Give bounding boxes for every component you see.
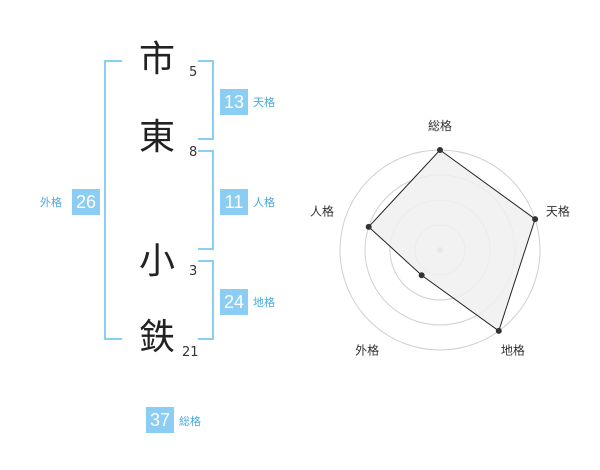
name-char-4: 鉄 [138,317,175,358]
radar-point [365,223,372,230]
chikaku-bracket [198,260,214,340]
radar-point [495,327,502,334]
stroke-count-4: 21 [182,345,199,360]
chikaku-score: 24 [220,289,248,315]
radar-axis-label: 地格 [501,342,525,357]
chikaku-label: 地格 [253,296,275,309]
name-char-1: 市 [138,39,175,80]
radar-point [532,216,539,223]
radar-axis-label: 天格 [546,204,570,219]
stroke-count-2: 8 [189,145,198,160]
tenkaku-label: 天格 [253,96,275,109]
name-char-3: 小 [138,241,175,282]
gaikaku-score: 26 [72,189,100,215]
jinkaku-score: 11 [220,189,248,215]
radar-polygon-layer [365,147,539,334]
tenkaku-bracket [198,60,214,140]
gaikaku-label: 外格 [40,196,62,209]
jinkaku-bracket [198,150,214,250]
stroke-count-3: 3 [189,264,198,279]
radar-point [418,272,425,279]
tenkaku-score: 13 [220,89,248,115]
name-char-2: 東 [138,117,175,158]
radar-axis-label: 外格 [355,342,379,357]
gaikaku-bracket [104,60,122,340]
radar-point [437,147,443,153]
jinkaku-label: 人格 [253,196,275,209]
radar-axis-label: 人格 [310,204,334,219]
soukaku-score: 37 [146,407,174,433]
radar-polygon [367,149,536,332]
soukaku-label: 総格 [179,415,201,428]
stroke-count-1: 5 [189,65,198,80]
radar-axis-label: 総格 [428,118,452,133]
